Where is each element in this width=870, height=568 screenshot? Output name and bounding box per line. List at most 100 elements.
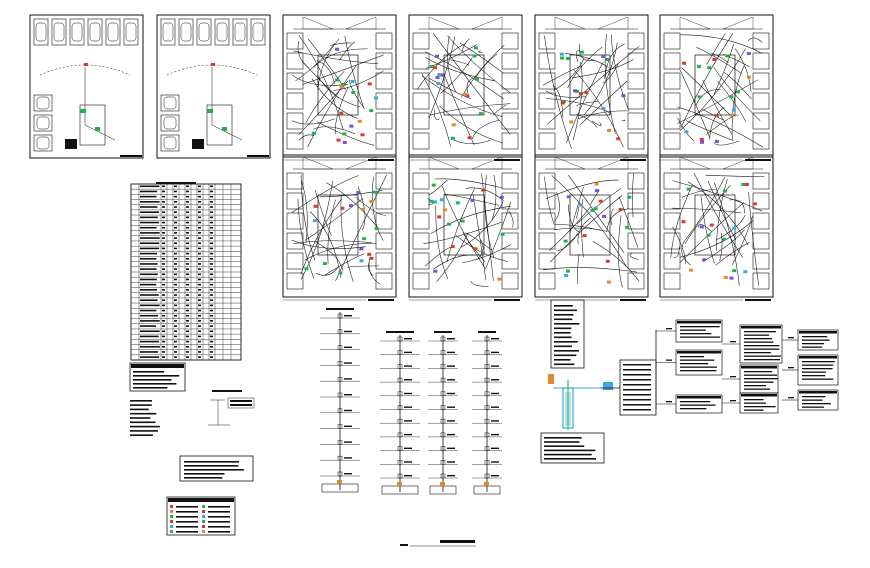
room (375, 52, 393, 70)
wiring-run (333, 70, 384, 91)
note-line (130, 408, 149, 411)
device-marker (429, 199, 434, 203)
car-symbol (36, 136, 50, 150)
wiring-run (695, 89, 721, 106)
wiring-run (447, 36, 457, 93)
table-cell-text (186, 263, 189, 265)
table-cell-text (186, 356, 189, 358)
table-cell-text (162, 201, 165, 203)
device-marker (697, 95, 702, 99)
wiring-run (681, 189, 716, 198)
floor-device (397, 364, 403, 369)
table-cell-text (186, 201, 189, 203)
floor-label (344, 378, 352, 380)
board-line (744, 352, 771, 354)
drawing-title-mark (400, 540, 476, 547)
device-marker (621, 94, 626, 98)
table-cell-text (174, 304, 177, 307)
room (663, 132, 681, 150)
room (663, 72, 681, 90)
room (627, 32, 645, 50)
car-symbol (162, 22, 174, 42)
table-cell-text (210, 299, 213, 301)
wiring-run (677, 106, 763, 148)
sub-board-4 (722, 324, 783, 364)
table-cell-text (140, 294, 159, 296)
wiring-run (314, 190, 332, 236)
orange-marker (484, 482, 489, 486)
floor-device (440, 418, 446, 424)
wiring-run (569, 187, 584, 234)
device-marker (564, 274, 569, 278)
device-marker (714, 114, 719, 117)
legend-symbol (170, 525, 173, 528)
wiring-run (681, 67, 731, 116)
wiring-run (679, 202, 745, 263)
board-line (623, 404, 651, 406)
board-line (802, 368, 833, 370)
parking-bay (160, 18, 176, 46)
car-symbol (71, 22, 83, 42)
room (286, 132, 304, 150)
parking-bay (33, 134, 53, 152)
wiring-run (293, 240, 372, 244)
wiring-run (430, 205, 512, 234)
room (538, 72, 556, 90)
room (375, 32, 393, 50)
legend-line (184, 465, 239, 467)
riser-title (326, 308, 354, 310)
façade-cross (428, 156, 503, 170)
floor-device (337, 440, 343, 445)
device-marker (714, 139, 719, 143)
room (663, 212, 681, 230)
table-cell-text (174, 320, 177, 322)
floor-device (440, 350, 446, 355)
floor-label (491, 475, 499, 477)
table-cell-text (162, 216, 165, 219)
floor-label (491, 338, 499, 340)
table-cell-text (162, 185, 165, 188)
wiring-run (300, 180, 333, 281)
room (286, 232, 304, 250)
table-cell-text (198, 190, 201, 193)
device-marker (746, 52, 751, 55)
table-cell-text (210, 340, 213, 343)
table-cell-text (186, 216, 189, 219)
table-cell-text (140, 195, 157, 198)
board-line (802, 371, 826, 373)
car-symbol (163, 96, 177, 110)
green-marker (207, 109, 213, 113)
legend-line (554, 332, 571, 334)
wiring-run (344, 35, 364, 108)
table-cell-text (198, 201, 201, 203)
table-cell-text (174, 206, 177, 208)
table-cell-text (198, 325, 201, 327)
wiring-run (611, 34, 629, 111)
sheet-title-bar (745, 299, 771, 301)
legend-line (133, 375, 180, 377)
table-cell-text (140, 216, 158, 219)
table-cell-text (210, 304, 213, 307)
device-marker (472, 54, 477, 58)
floor-label (404, 392, 412, 395)
parking-bay (105, 18, 121, 46)
façade-cross (554, 16, 629, 30)
table-cell-text (174, 242, 177, 245)
wiring-run (461, 38, 470, 52)
floor-device (397, 336, 403, 342)
floor-device (484, 391, 490, 397)
wiring-run (441, 185, 485, 268)
floor-device (337, 376, 343, 382)
wiring-run (447, 35, 511, 93)
floor-label (404, 433, 412, 436)
device-marker (341, 83, 346, 86)
device-marker (582, 234, 587, 238)
wiring-run (632, 173, 634, 218)
wiring-run (702, 229, 745, 262)
table-cell-text (186, 309, 189, 312)
wiring-run (680, 34, 763, 54)
table-cell-text (174, 289, 177, 291)
note-line (544, 445, 585, 447)
wiring-run (433, 254, 475, 270)
table-cell-text (186, 314, 189, 317)
